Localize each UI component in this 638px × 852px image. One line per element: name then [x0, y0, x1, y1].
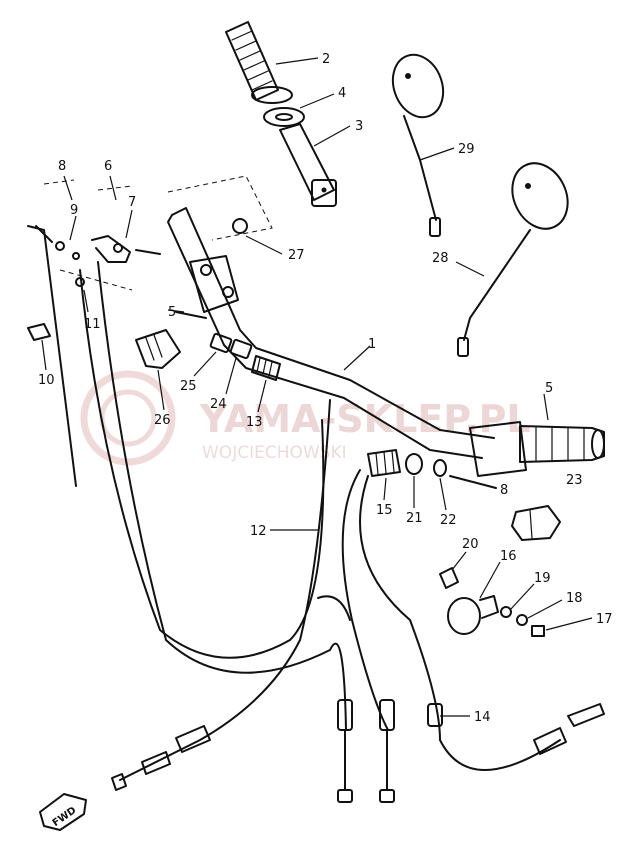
cable-adjusters-right [367, 449, 497, 489]
mirror-left [391, 53, 445, 237]
callout-18: 18 [566, 591, 583, 606]
callout-20: 20 [462, 537, 479, 552]
clamp-part-10 [27, 323, 51, 341]
cable-adjusters-left [209, 332, 281, 381]
callout-24: 24 [210, 397, 227, 412]
callout-26: 26 [154, 413, 171, 428]
callout-10: 10 [38, 373, 55, 388]
callout-19: 19 [534, 571, 551, 586]
switch-23 [511, 505, 561, 541]
callout-13: 13 [246, 415, 263, 430]
callout-21: 21 [406, 511, 423, 526]
mirror-right [457, 162, 569, 357]
callout-9: 9 [70, 203, 78, 218]
callout-6: 6 [104, 159, 112, 174]
callout-14: 14 [474, 710, 491, 725]
callout-23: 23 [566, 473, 583, 488]
callout-4: 4 [338, 86, 346, 101]
callout-5-left: 5 [168, 305, 176, 320]
forward-label: FWD [51, 805, 79, 829]
left-switch-26 [135, 329, 181, 369]
callout-11: 11 [84, 317, 101, 332]
left-lever-bracket [175, 255, 239, 319]
callout-17: 17 [596, 612, 613, 627]
callout-2: 2 [322, 52, 330, 67]
callout-16: 16 [500, 549, 517, 564]
watermark-subtext: WOJCIECHOWSKI [202, 443, 347, 463]
right-switch-and-grip [469, 421, 605, 477]
callout-29: 29 [458, 142, 475, 157]
cable-ends [111, 699, 605, 803]
watermark-text: YAMA-SKLEP.PL [199, 397, 531, 441]
callout-8-right: 8 [500, 483, 508, 498]
callout-8-left: 8 [58, 159, 66, 174]
callout-12: 12 [250, 524, 267, 539]
callout-7: 7 [128, 195, 136, 210]
handlebar [167, 207, 495, 459]
forward-arrow-icon: FWD [39, 793, 87, 831]
callout-5-grip: 5 [545, 381, 553, 396]
throttle-grip-assembly [225, 21, 337, 207]
group-outline-lines [43, 175, 273, 291]
callout-27: 27 [288, 248, 305, 263]
callout-28: 28 [432, 251, 449, 266]
watermark: YAMA-SKLEP.PL WOJCIECHOWSKI [80, 370, 531, 466]
callout-1: 1 [368, 337, 376, 352]
cables [79, 261, 561, 781]
callout-numbers: 1 2 3 4 5 5 6 7 8 8 9 10 11 12 13 14 15 … [38, 52, 613, 725]
callout-3: 3 [355, 119, 363, 134]
callout-25: 25 [180, 379, 197, 394]
leader-lines [41, 57, 593, 717]
callout-15: 15 [376, 503, 393, 518]
callout-22: 22 [440, 513, 457, 528]
mirror-clamp-16 [439, 567, 545, 637]
